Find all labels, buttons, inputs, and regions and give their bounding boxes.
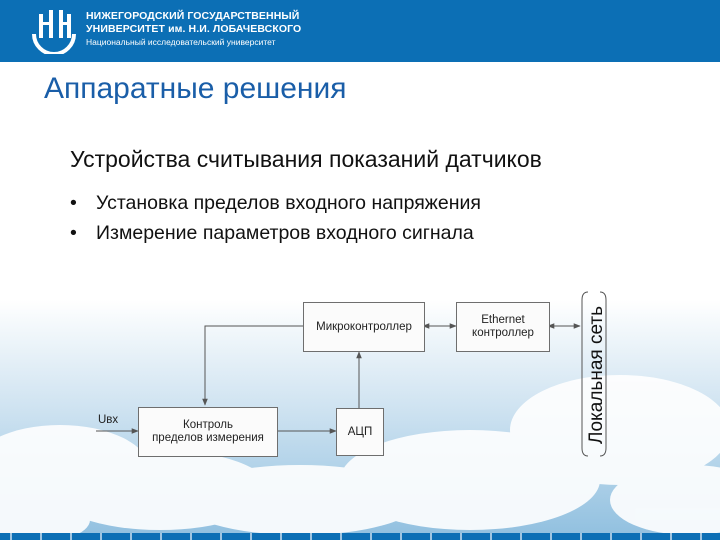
bullet-item: • Измерение параметров входного сигнала — [70, 218, 481, 248]
university-name-line2: УНИВЕРСИТЕТ им. Н.И. ЛОБАЧЕВСКОГО — [86, 23, 302, 35]
node-adc: АЦП — [336, 408, 384, 456]
edge-mcu-range — [202, 325, 303, 406]
bullet-item: • Установка пределов входного напряжения — [70, 188, 481, 218]
university-name-line3: Национальный исследовательский университ… — [86, 37, 276, 47]
bullet-list: •Установка пределов входного напряжения … — [70, 188, 481, 248]
slide-title: Аппаратные решения — [44, 72, 347, 105]
university-name-line1: НИЖЕГОРОДСКИЙ ГОСУДАРСТВЕННЫЙ — [86, 10, 300, 22]
network-bracket — [581, 291, 589, 457]
bullet-text: Измерение параметров входного сигнала — [96, 222, 474, 244]
slide-subtitle: Устройства считывания показаний датчиков — [70, 146, 542, 172]
university-logo-icon — [32, 10, 76, 54]
local-network-label-wrap: Локальная сеть — [572, 300, 622, 450]
university-name: НИЖЕГОРОДСКИЙ ГОСУДАРСТВЕННЫЙ УНИВЕРСИТЕ… — [86, 10, 301, 48]
bottom-stripe — [0, 533, 720, 540]
node-range-control: Контроль пределов измерения — [138, 407, 278, 457]
input-voltage-label: Uвх — [98, 414, 119, 426]
node-microcontroller: Микроконтроллер — [303, 302, 425, 352]
local-network-label: Локальная сеть — [586, 306, 608, 444]
node-ethernet-controller: Ethernet контроллер — [456, 302, 550, 352]
header-bar: НИЖЕГОРОДСКИЙ ГОСУДАРСТВЕННЫЙ УНИВЕРСИТЕ… — [0, 0, 720, 62]
bullet-symbol: • — [70, 192, 77, 214]
bullet-symbol: • — [70, 222, 77, 244]
network-bracket-right — [599, 291, 607, 457]
bullet-text: Установка пределов входного напряжения — [96, 192, 481, 214]
